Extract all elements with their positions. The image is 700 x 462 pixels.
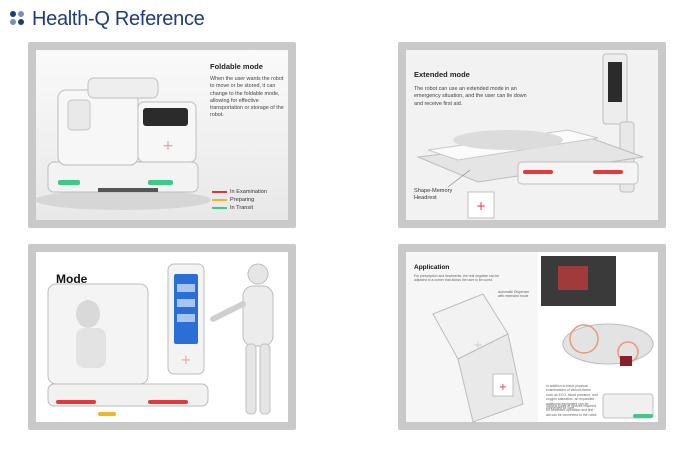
legend-item-transit: In Transit	[212, 204, 267, 212]
foldable-mode-description: When the user wants the robot to move or…	[210, 76, 284, 119]
svg-text:+: +	[162, 138, 174, 154]
card-foldable-mode: + Foldable mode When the user wants the …	[28, 42, 296, 228]
brand-logo-icon	[10, 11, 26, 27]
application-illustration: + +	[398, 244, 666, 430]
svg-text:+: +	[476, 199, 486, 213]
extended-robot-illustration: +	[398, 42, 666, 228]
status-legend: In Examination Preparing In Transit	[212, 188, 267, 212]
mode-robot-illustration: +	[28, 244, 296, 430]
card-frame: +	[28, 42, 296, 228]
card-frame: + +	[398, 244, 666, 430]
card-frame: +	[28, 244, 296, 430]
legend-item-examination: In Examination	[212, 188, 267, 196]
page-title: Health-Q Reference	[32, 8, 205, 30]
card-mode: + Mode	[28, 244, 296, 430]
card-extended-mode: + Extended mode The robot can use an ext…	[398, 42, 666, 228]
application-note-dispenser: Automatic Dispenser with extended mode	[498, 290, 530, 299]
headrest-callout: Shape-Memory Headrest	[414, 188, 453, 202]
card-application: + + Application For prescription and tre…	[398, 244, 666, 430]
card-frame: +	[398, 42, 666, 228]
svg-text:+: +	[499, 382, 507, 393]
application-note-top: For prescription and treatments, the rea…	[414, 274, 500, 283]
svg-text:+: +	[473, 338, 483, 352]
extended-mode-title: Extended mode	[414, 70, 470, 79]
application-note-bottom: In addition to basic physical examinatio…	[546, 384, 598, 411]
svg-text:+: +	[181, 353, 192, 368]
application-note-bottom2: Various types of devices required for tr…	[546, 404, 598, 417]
foldable-mode-title: Foldable mode	[210, 62, 263, 71]
extended-mode-description: The robot can use an extended mode in an…	[414, 86, 527, 107]
application-title: Application	[414, 264, 450, 271]
mode-title: Mode	[56, 272, 88, 286]
legend-item-preparing: Preparing	[212, 196, 267, 204]
foldable-robot-illustration: +	[28, 42, 296, 228]
